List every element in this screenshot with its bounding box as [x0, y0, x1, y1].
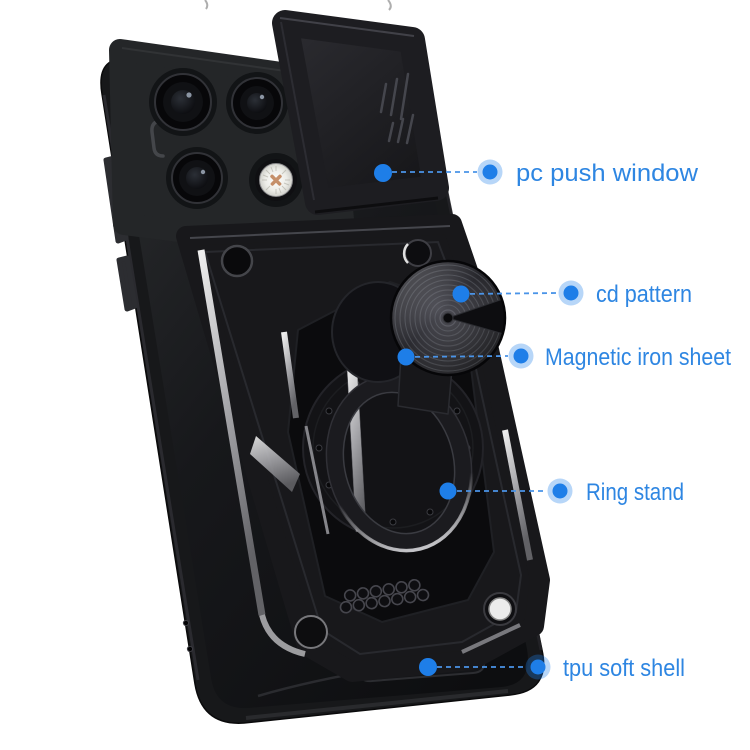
port-holes	[182, 619, 194, 653]
callout-label: Ring stand	[586, 479, 684, 506]
corner-grommet-bottom-right	[483, 592, 517, 626]
camera-lens-3	[171, 152, 223, 204]
callout-tpu-soft-shell: tpu soft shell	[419, 654, 685, 682]
camera-lens-1	[154, 73, 212, 131]
panel-bottom-shade	[314, 196, 439, 214]
corner-hole-bottom-left	[294, 615, 328, 649]
honeycomb-pattern	[339, 578, 430, 614]
callout-label: pc push window	[516, 160, 699, 187]
grip-lines	[379, 72, 415, 145]
callout-anchor-dot	[452, 285, 470, 303]
callout-label-dot	[513, 348, 529, 364]
callout-magnetic-iron-sheet: Magnetic iron sheet	[397, 343, 731, 371]
callout-ring-stand: Ring stand	[439, 478, 684, 506]
callout-label: tpu soft shell	[563, 655, 685, 682]
corner-grommet-top-right	[402, 239, 432, 267]
engraved-mark	[150, 119, 165, 158]
callout-line	[460, 292, 559, 295]
callout-anchor-dot	[374, 164, 392, 182]
callout-label: Magnetic iron sheet	[545, 344, 731, 371]
callout-label-dot	[563, 285, 579, 301]
camera-module	[109, 39, 357, 263]
panel-left-highlight	[280, 21, 315, 201]
panel-top-highlight	[279, 17, 415, 37]
callout-line	[405, 355, 509, 358]
cd-pattern-disc	[389, 259, 507, 377]
callout-pc-push-window: pc push window	[374, 159, 699, 187]
callout-label-dot	[552, 483, 568, 499]
push-window-panel	[272, 10, 449, 215]
bottom-edge-face	[245, 689, 509, 720]
armor-top-highlight	[189, 225, 451, 239]
callout-cd-pattern: cd pattern	[452, 280, 692, 308]
callout-label-dot	[482, 164, 498, 180]
callout-label: cd pattern	[596, 281, 692, 308]
cropped-text-artifact	[204, 0, 392, 11]
camera-lens-2	[231, 77, 283, 129]
callout-label-dot	[530, 659, 546, 675]
callout-anchor-dot	[397, 348, 415, 366]
corner-hole-top-left	[220, 244, 254, 278]
flash-led	[270, 174, 282, 186]
camera-flash	[255, 159, 297, 201]
silver-accents	[197, 249, 533, 657]
slide-camera-cover	[272, 10, 449, 215]
callout-anchor-dot	[439, 482, 457, 500]
callout-anchor-dot	[419, 658, 437, 676]
